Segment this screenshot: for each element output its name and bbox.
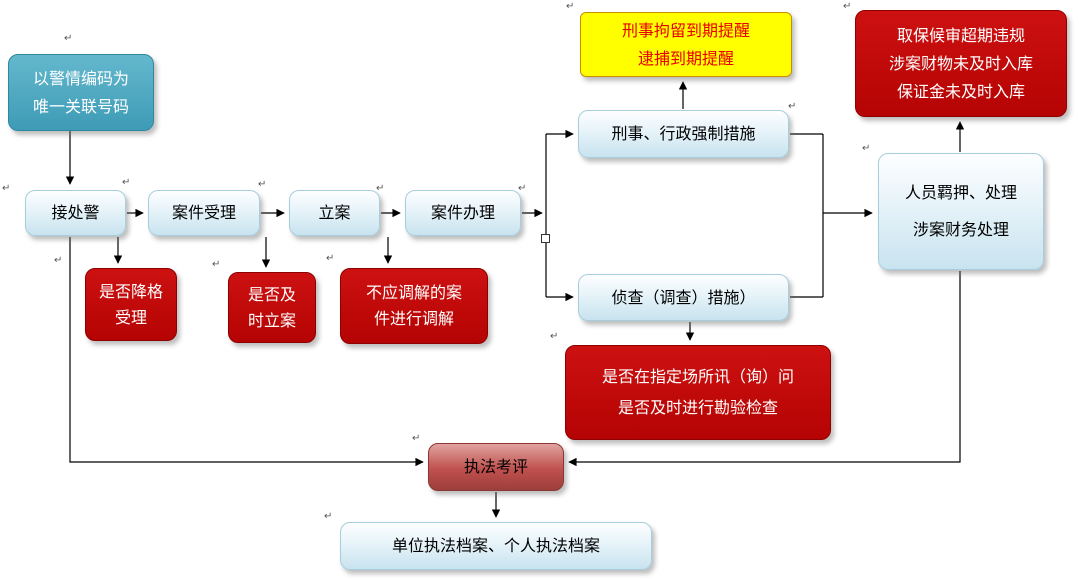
node-case-handling: 案件办理 <box>405 190 521 236</box>
node-enforcement-archives: 单位执法档案、个人执法档案 <box>340 522 652 570</box>
node-interrogation-inspection: 是否在指定场所讯（询）问 是否及时进行勘验检查 <box>565 345 831 440</box>
object-anchor-mark: ↵ <box>326 253 335 264</box>
object-anchor-mark: ↵ <box>862 143 871 154</box>
connector-left-to-evaluation <box>69 237 424 467</box>
object-anchor-mark: ↵ <box>212 259 221 270</box>
node-incident-code: 以警情编码为 唯一关联号码 <box>8 54 154 131</box>
node-downgraded-acceptance: 是否降格 受理 <box>85 268 177 341</box>
object-anchor-mark: ↵ <box>64 33 73 44</box>
object-anchor-mark: ↵ <box>258 179 267 190</box>
object-anchor-mark: ↵ <box>788 101 797 112</box>
node-police-response: 接处警 <box>25 190 126 236</box>
node-investigation-measures: 侦查（调查）措施） <box>578 274 789 321</box>
object-anchor-mark: ↵ <box>54 255 63 266</box>
node-improper-mediation: 不应调解的案 件进行调解 <box>340 268 488 344</box>
node-detention-handling: 人员羁押、处理 涉案财务处理 <box>878 153 1044 270</box>
branch-junction-handle <box>541 234 550 243</box>
object-anchor-mark: ↵ <box>412 433 421 444</box>
object-anchor-mark: ↵ <box>122 177 131 188</box>
node-detention-reminder: 刑事拘留到期提醒 逮捕到期提醒 <box>580 12 792 77</box>
object-anchor-mark: ↵ <box>566 1 575 12</box>
object-anchor-mark: ↵ <box>376 183 385 194</box>
node-timely-filing: 是否及 时立案 <box>228 272 316 343</box>
object-anchor-mark: ↵ <box>2 183 11 194</box>
object-anchor-mark: ↵ <box>550 331 559 342</box>
connector-right-to-evaluation <box>568 271 961 467</box>
node-bail-violations: 取保候审超期违规 涉案财物未及时入库 保证金未及时入库 <box>855 10 1067 117</box>
node-coercive-measures: 刑事、行政强制措施 <box>578 110 789 158</box>
node-case-filing: 立案 <box>289 190 380 236</box>
object-anchor-mark: ↵ <box>518 183 527 194</box>
node-case-acceptance: 案件受理 <box>148 190 260 236</box>
object-anchor-mark: ↵ <box>843 1 852 12</box>
node-enforcement-evaluation: 执法考评 <box>428 443 564 491</box>
object-anchor-mark: ↵ <box>324 511 333 522</box>
